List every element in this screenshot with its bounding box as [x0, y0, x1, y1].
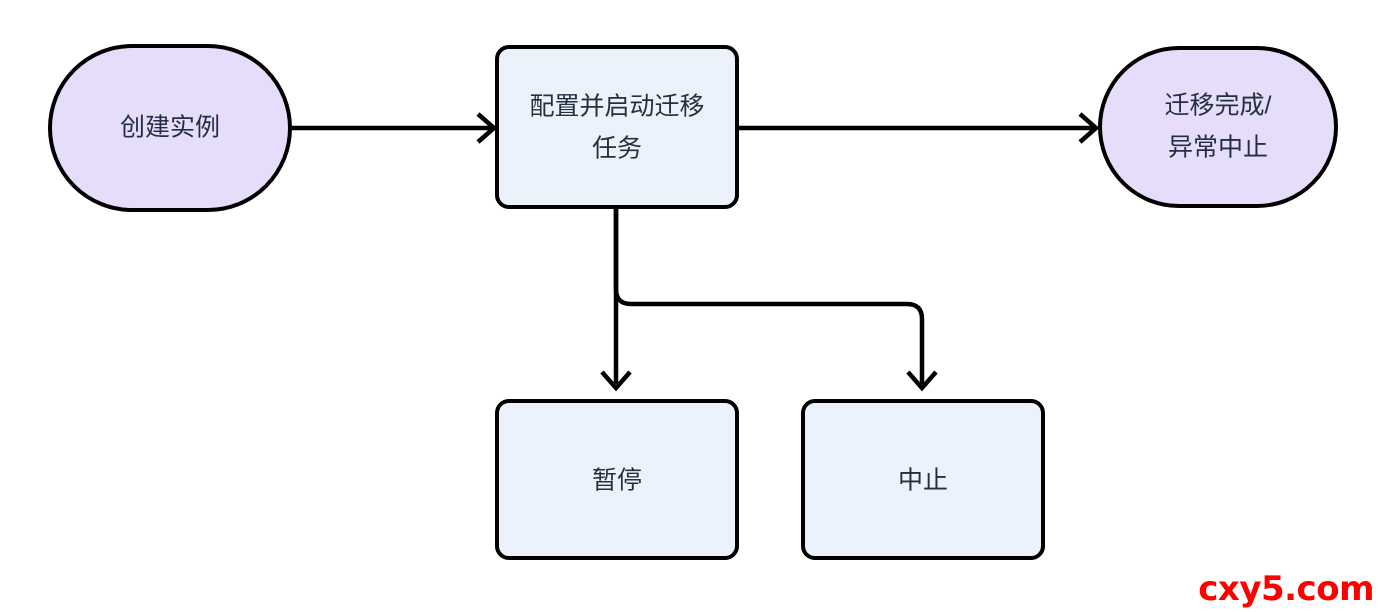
node-label-create-instance: 创建实例 — [120, 114, 220, 142]
node-label-complete-line1: 迁移完成/ — [1165, 92, 1272, 120]
node-shape-rounded-rect — [495, 45, 739, 209]
node-label-complete-line2: 异常中止 — [1168, 134, 1268, 162]
node-label-pause: 暂停 — [592, 467, 642, 495]
arrowhead-icon — [1078, 112, 1100, 144]
arrowhead-icon — [476, 112, 498, 144]
watermark: cxy5.com — [1198, 569, 1374, 609]
node-label-abort: 中止 — [898, 467, 948, 495]
edge-configure-to-complete — [739, 112, 1100, 144]
arrowhead-icon — [906, 370, 938, 392]
node-pause[interactable]: 暂停 — [495, 399, 739, 560]
node-configure-start-migration-task[interactable]: 配置并启动迁移 任务 — [495, 45, 739, 209]
node-shape-stadium — [48, 44, 292, 212]
node-create-instance[interactable]: 创建实例 — [48, 44, 292, 212]
edge-configure-to-abort — [613, 209, 938, 392]
node-label-configure-line1: 配置并启动迁移 — [529, 93, 704, 121]
node-label-configure-line2: 任务 — [592, 135, 642, 163]
node-abort[interactable]: 中止 — [801, 399, 1045, 560]
node-shape-stadium — [1098, 46, 1338, 208]
edge-line — [613, 209, 925, 384]
node-migration-complete-or-aborted[interactable]: 迁移完成/ 异常中止 — [1098, 46, 1338, 208]
arrowhead-icon — [600, 370, 632, 392]
edge-create-to-configure — [292, 112, 498, 144]
node-shape-rounded-rect — [801, 399, 1045, 560]
node-shape-rounded-rect — [495, 399, 739, 560]
